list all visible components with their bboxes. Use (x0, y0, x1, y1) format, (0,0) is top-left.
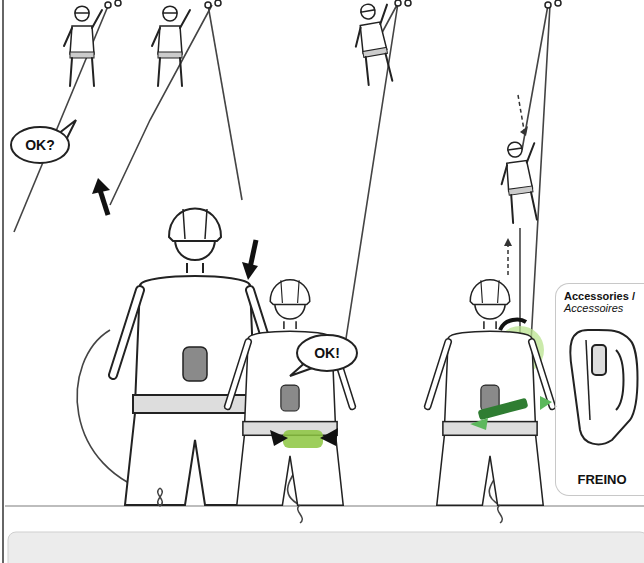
node-text: OK! (314, 345, 340, 361)
accessory-panel: Accessories /AccessoiresFREINO (555, 283, 644, 496)
bubble-body (11, 127, 69, 163)
node-text: OK? (25, 137, 55, 153)
node-text: Accessories / (564, 290, 640, 302)
speech-bubble: OK? (10, 126, 70, 164)
speech-bubble: OK! (296, 334, 358, 372)
product-name: FREINO (564, 472, 640, 487)
node-text: Accessoires (564, 302, 640, 314)
bubble-body (297, 335, 357, 371)
